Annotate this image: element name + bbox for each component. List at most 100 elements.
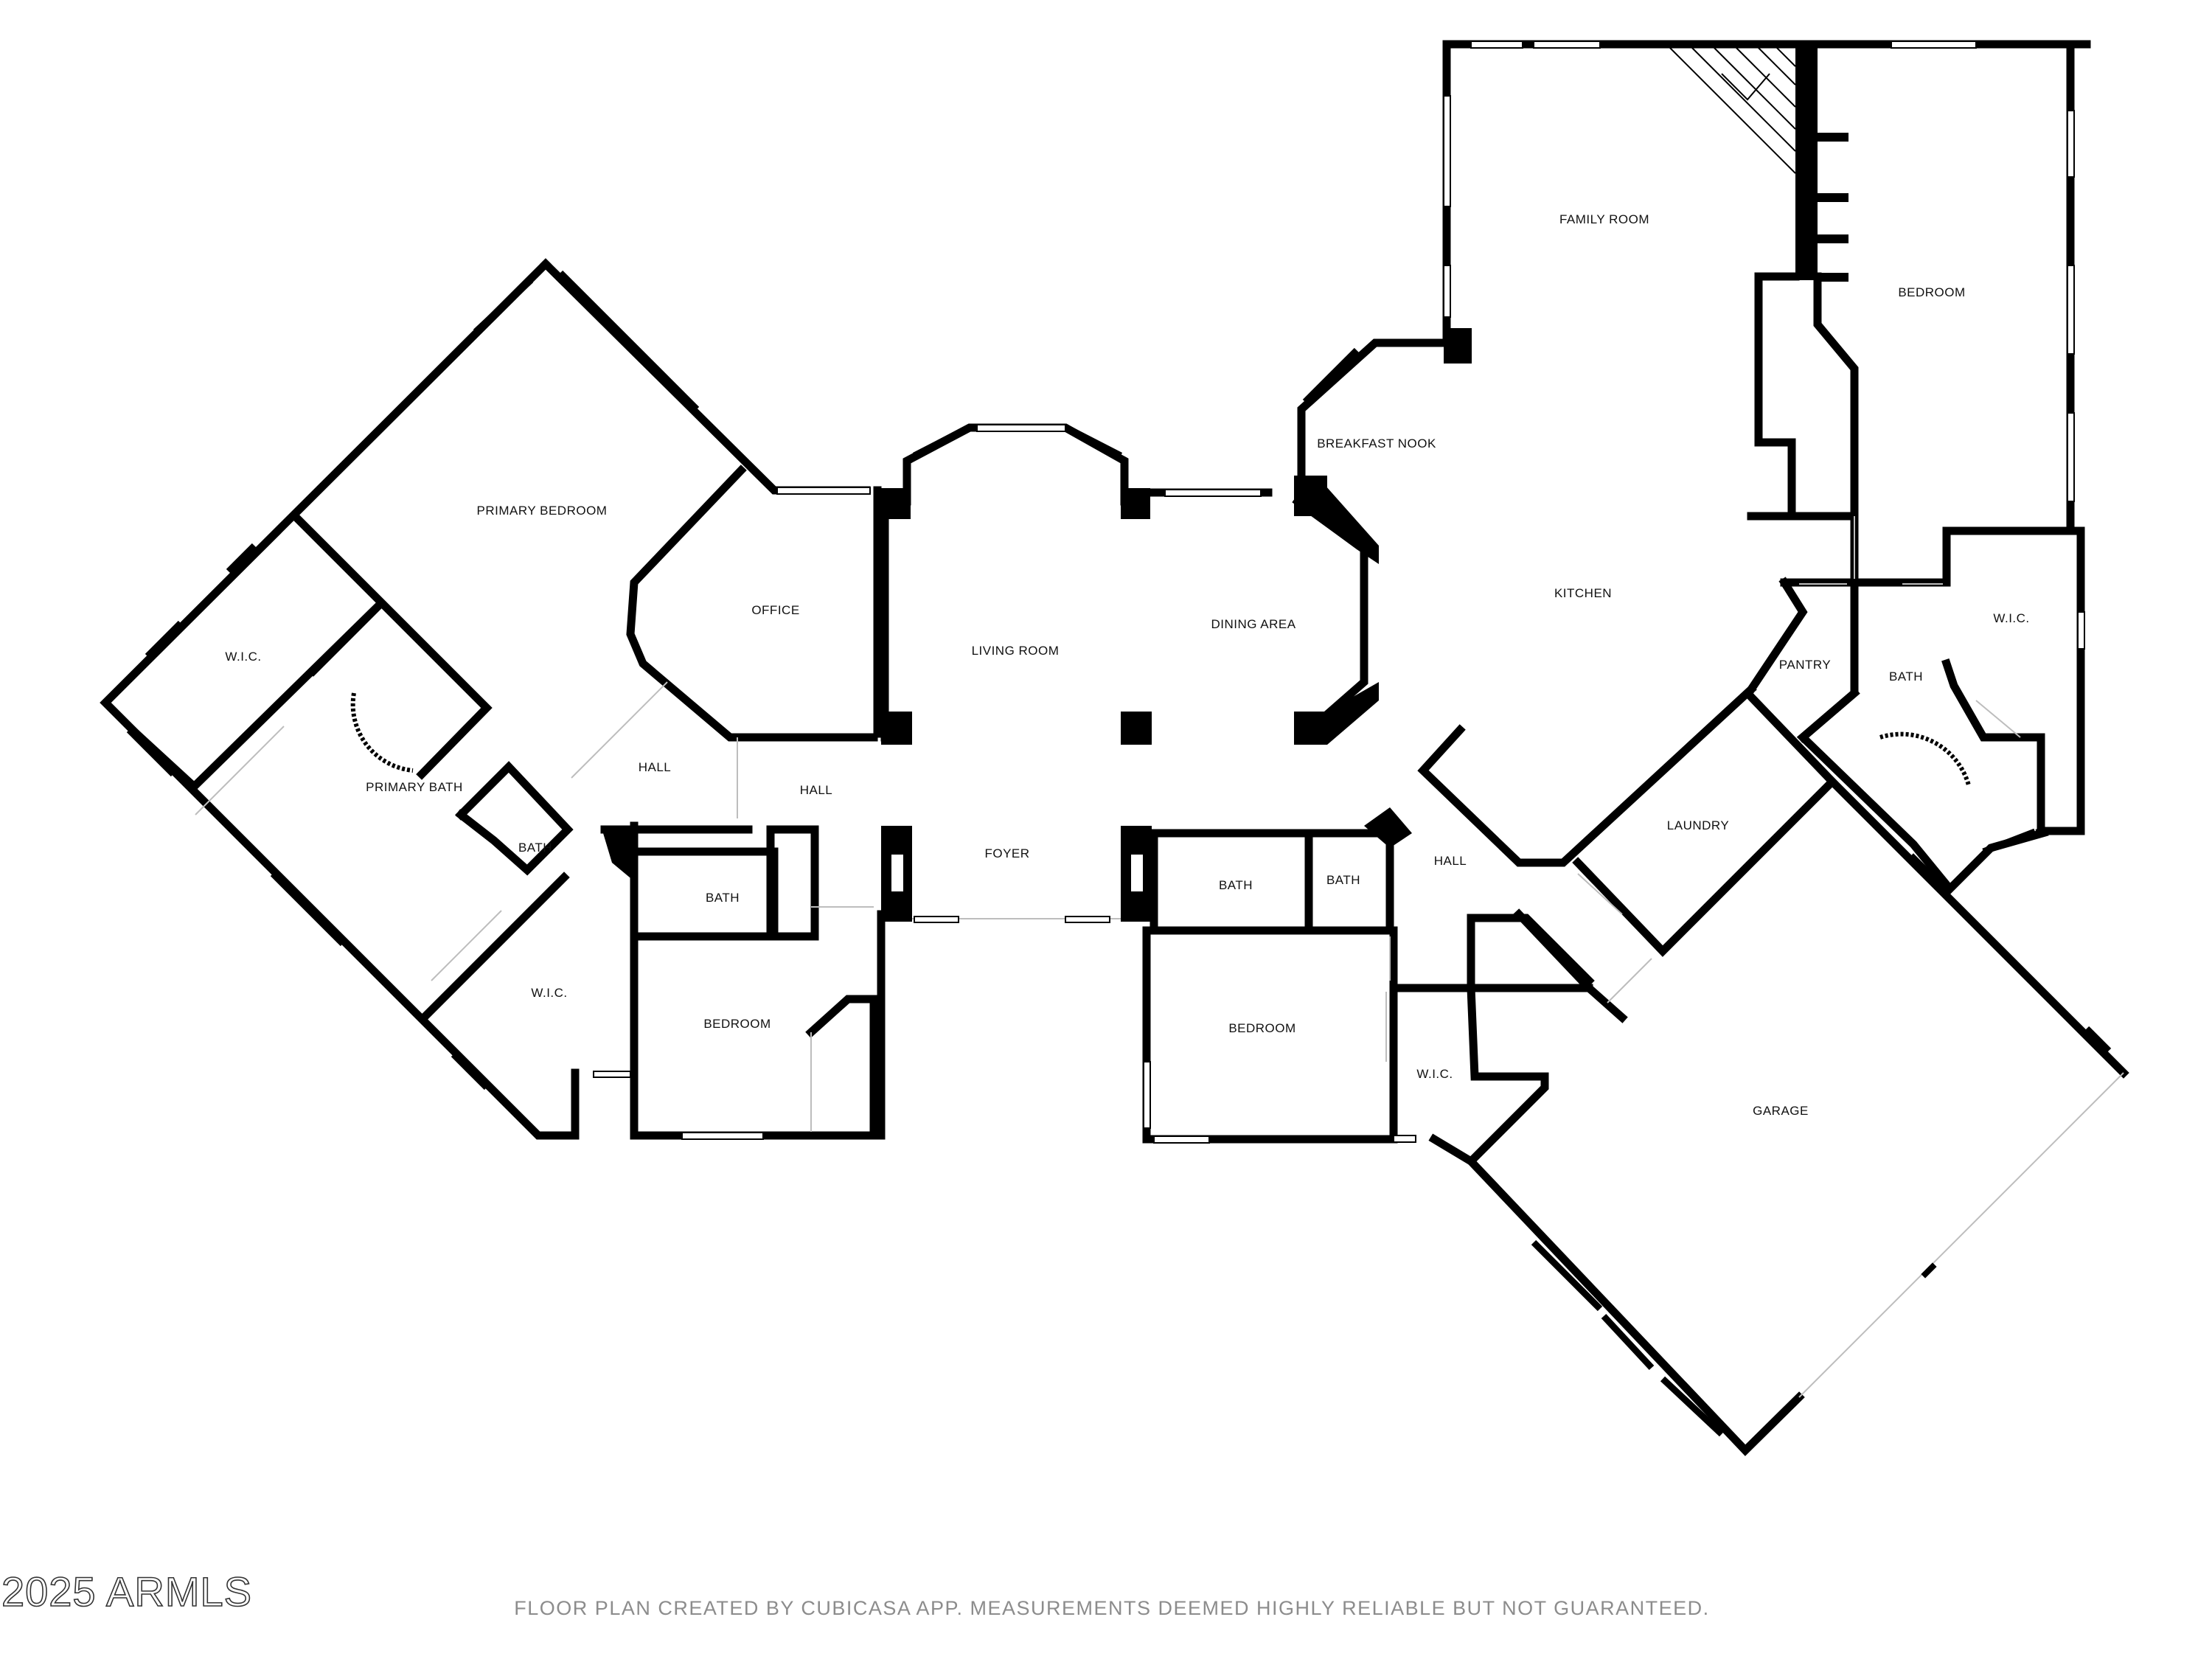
column-dining-sw xyxy=(1121,712,1152,745)
primary-tub-arc xyxy=(350,692,414,773)
label-bath-primary-wc: BATH xyxy=(518,841,552,855)
openings xyxy=(195,516,2021,1132)
label-bedroom-southeast: BEDROOM xyxy=(1228,1021,1295,1035)
window xyxy=(1143,1061,1151,1129)
fireplace-shelf-1 xyxy=(1815,133,1848,142)
window xyxy=(2067,110,2075,178)
label-hall-east: HALL xyxy=(1434,854,1467,868)
east-walls xyxy=(1142,40,2129,1456)
opening xyxy=(1577,873,1623,915)
opening xyxy=(1607,958,1652,1004)
laundry-wall xyxy=(1572,687,1838,957)
window xyxy=(1443,95,1451,207)
label-wic-south: W.I.C. xyxy=(531,986,567,1000)
label-bath-center: BATH xyxy=(706,891,740,905)
bedroom-sw-closet xyxy=(805,995,878,1140)
opening xyxy=(571,681,668,779)
wic-cross-wall xyxy=(103,700,198,787)
opening xyxy=(195,726,285,815)
label-primary-bath: PRIMARY BATH xyxy=(366,780,463,794)
label-wic-primary: W.I.C. xyxy=(225,650,261,664)
label-kitchen: KITCHEN xyxy=(1554,586,1612,600)
window xyxy=(473,277,534,335)
label-garage: GARAGE xyxy=(1753,1104,1809,1118)
opening xyxy=(431,910,502,981)
hall-west-wedge xyxy=(601,826,634,881)
fireplace-shelf-2 xyxy=(1815,193,1848,202)
label-bath-east-2: BATH xyxy=(1326,873,1360,887)
window xyxy=(593,1071,631,1078)
copyright-watermark: 2025 ARMLS xyxy=(1,1568,252,1615)
bath-ne-south-wall xyxy=(1796,687,1952,891)
kitchen-cabinet-wall xyxy=(1750,272,1800,521)
wic-garage-wall xyxy=(1428,914,1549,1166)
column-living-east xyxy=(1121,488,1150,519)
center-walls xyxy=(601,423,1379,922)
window xyxy=(1164,489,1262,497)
wc-wall xyxy=(455,761,574,876)
primary-bath-south-wall xyxy=(418,872,570,1023)
label-living-room: LIVING ROOM xyxy=(972,644,1060,658)
window xyxy=(1891,41,1977,49)
label-pantry: PANTRY xyxy=(1779,658,1831,672)
label-bath-east-1: BATH xyxy=(1219,878,1253,892)
window xyxy=(126,727,176,777)
window xyxy=(1982,828,2037,855)
primary-bedroom-outer-wall xyxy=(540,258,871,495)
foyer-sidelight-east xyxy=(1130,853,1144,893)
fireplace-shelf-3 xyxy=(1815,234,1848,243)
garage-door-opening xyxy=(1798,1072,2124,1398)
label-hall-west: HALL xyxy=(639,760,672,774)
window xyxy=(1393,1135,1416,1143)
window xyxy=(557,270,700,412)
label-wic-northeast: W.I.C. xyxy=(1993,611,2029,625)
windows xyxy=(126,41,2112,1437)
ne-tub-arc xyxy=(1879,731,1971,786)
column-living-west xyxy=(881,488,911,519)
foyer-sidelight-west xyxy=(890,853,905,893)
primary-suite-west-wall xyxy=(100,258,580,1140)
hall-east-corner xyxy=(1364,807,1412,848)
window xyxy=(1443,265,1451,318)
bedroom-ne-west-wall xyxy=(1813,272,1859,521)
fireplace-shelf-4 xyxy=(1815,273,1848,282)
primary-bedroom-inner-wall xyxy=(289,510,493,780)
column-living-sw xyxy=(881,712,912,745)
window xyxy=(1660,1376,1725,1437)
office-wall xyxy=(626,465,878,742)
window xyxy=(776,487,871,495)
pantry-wall xyxy=(1745,577,1808,695)
fireplace-hatch xyxy=(1669,47,1796,174)
window xyxy=(2077,611,2085,650)
center-bath-wall xyxy=(630,825,819,941)
window xyxy=(1601,1313,1655,1371)
label-bedroom-southwest: BEDROOM xyxy=(703,1017,771,1031)
label-laundry: LAUNDRY xyxy=(1667,818,1729,832)
fireplace-wall xyxy=(1795,44,1818,280)
label-dining-area: DINING AREA xyxy=(1211,617,1295,631)
west-wing-walls xyxy=(100,258,886,1140)
garage-hall-wall xyxy=(1513,908,1628,1023)
window xyxy=(1065,916,1110,923)
label-family-room: FAMILY ROOM xyxy=(1559,212,1649,226)
window xyxy=(226,543,257,574)
breakfast-nook-wall xyxy=(1297,338,1448,484)
bedroom-se-wall xyxy=(1142,926,1398,1144)
window xyxy=(914,916,959,923)
kitchen-south-wall xyxy=(1417,684,1757,867)
window xyxy=(1470,41,1523,49)
window xyxy=(2067,265,2075,355)
window xyxy=(912,425,968,459)
family-room-column xyxy=(1444,328,1472,364)
opening xyxy=(1975,700,2021,738)
label-bath-northeast: BATH xyxy=(1889,669,1923,684)
garage-door-mark xyxy=(1921,1262,1937,1279)
garage-south-wall xyxy=(1465,1155,1805,1456)
floor-plan-disclaimer: FLOOR PLAN CREATED BY CUBICASA APP. MEAS… xyxy=(514,1597,1709,1619)
label-bedroom-northeast: BEDROOM xyxy=(1898,285,1965,299)
label-primary-bedroom: PRIMARY BEDROOM xyxy=(477,504,608,518)
column-dining-corner-se xyxy=(1294,682,1379,745)
label-breakfast-nook: BREAKFAST NOOK xyxy=(1317,437,1436,451)
window xyxy=(1302,347,1360,405)
